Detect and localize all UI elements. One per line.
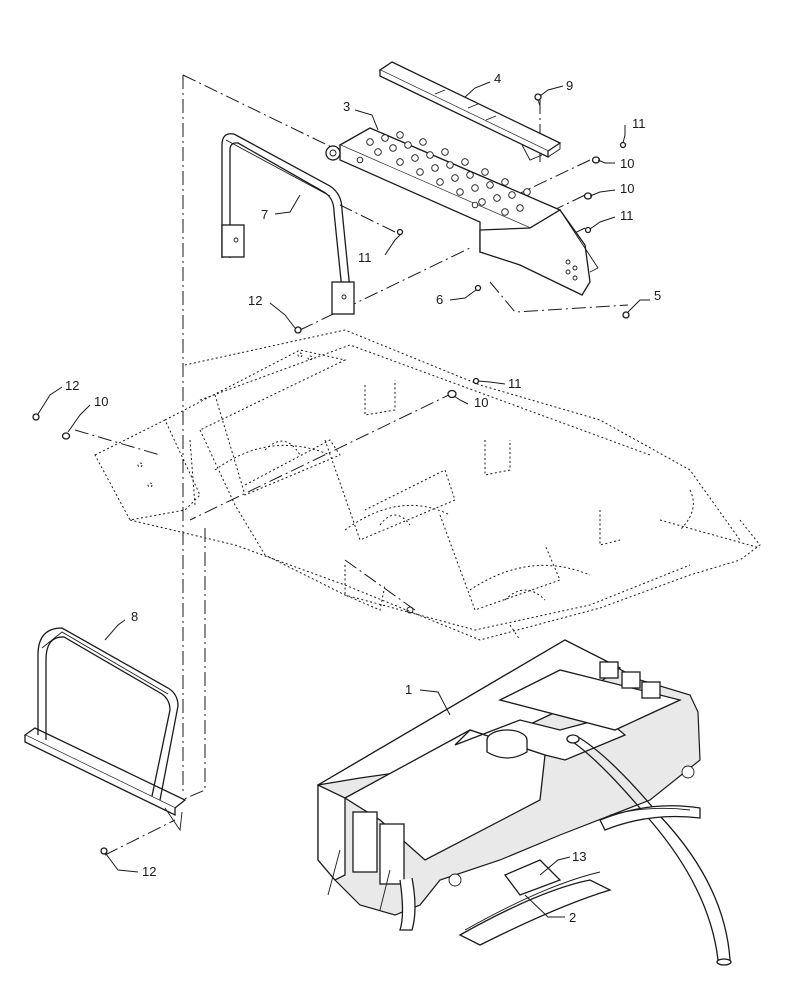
callout-leaders <box>37 81 650 918</box>
callout-11c: 11 <box>358 250 372 265</box>
platform-holes <box>356 131 531 216</box>
callout-4: 4 <box>494 71 501 86</box>
callout-11a: 11 <box>632 116 646 131</box>
bolt-11-icon <box>584 226 592 234</box>
callout-2: 2 <box>569 910 576 925</box>
callout-10d: 10 <box>474 395 488 410</box>
callout-9: 9 <box>566 78 573 93</box>
callout-8: 8 <box>131 609 138 624</box>
callout-12b: 12 <box>65 378 79 393</box>
bolt-9-icon <box>534 93 542 107</box>
part-4-cover-bar <box>378 61 562 161</box>
callout-11d: 11 <box>508 376 522 391</box>
callout-10a: 10 <box>620 156 634 171</box>
bolt-12-icon <box>32 413 40 421</box>
callout-3: 3 <box>343 99 350 114</box>
bolt-6-icon <box>474 284 482 292</box>
bolt-12-icon <box>100 847 108 855</box>
part-3-step-platform <box>325 127 599 296</box>
hardware-fasteners <box>32 93 630 855</box>
callout-7: 7 <box>261 207 268 222</box>
callout-12c: 12 <box>142 864 156 879</box>
callout-labels: 1 2 3 4 5 6 7 8 9 10 10 10 10 11 11 11 1… <box>65 71 661 925</box>
bolt-11-icon <box>396 228 404 236</box>
washer-10-icon <box>591 156 601 164</box>
washer-10-icon <box>583 192 593 200</box>
part-7-upper-handrail <box>221 133 355 315</box>
washer-10-icon <box>61 432 71 440</box>
callout-6: 6 <box>436 292 443 307</box>
callout-1: 1 <box>405 682 412 697</box>
bolt-12-icon <box>294 326 302 334</box>
bolt-11-icon <box>619 141 627 149</box>
callout-13: 13 <box>572 849 586 864</box>
callout-5: 5 <box>654 288 661 303</box>
bolt-11-icon <box>472 377 480 385</box>
part-1-fuel-tank <box>317 639 732 966</box>
callout-11b: 11 <box>620 208 634 223</box>
callout-12a: 12 <box>248 293 262 308</box>
tractor-frame-phantom <box>94 329 761 641</box>
washer-10-icon <box>447 389 457 399</box>
callout-10c: 10 <box>94 394 108 409</box>
part-8-lower-handrail <box>23 627 187 832</box>
part-2-shield <box>458 805 701 946</box>
callout-10b: 10 <box>620 181 634 196</box>
bolt-5-icon <box>622 311 630 319</box>
